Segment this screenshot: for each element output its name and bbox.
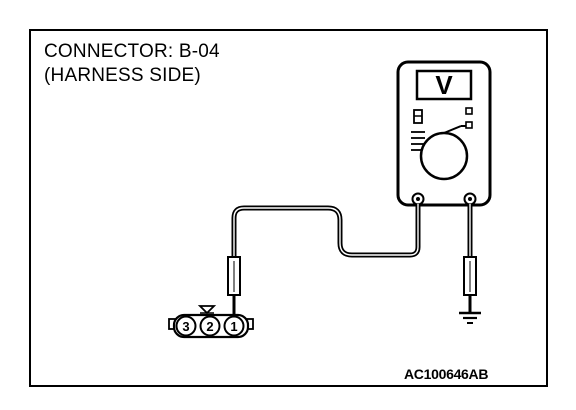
connector-pin-2: 2 [199,315,221,337]
diagram-title: CONNECTOR: B-04 (HARNESS SIDE) [44,40,220,88]
connector-icon: 3 2 1 [168,305,254,339]
ground-icon [459,311,481,324]
voltmeter-icon: V [396,60,492,207]
title-line-2: (HARNESS SIDE) [44,65,201,86]
title-line-1: CONNECTOR: B-04 [44,41,220,62]
pin-label: 3 [182,319,189,334]
figure-code: AC100646AB [404,366,489,382]
pin-label: 1 [230,319,237,334]
positive-probe [227,256,241,315]
negative-probe [463,256,477,312]
pin-label: 2 [206,319,213,334]
positive-lead-wire [231,204,421,258]
meter-display-label: V [435,70,453,100]
connector-pin-3: 3 [175,315,197,337]
connector-pin-1: 1 [223,315,245,337]
